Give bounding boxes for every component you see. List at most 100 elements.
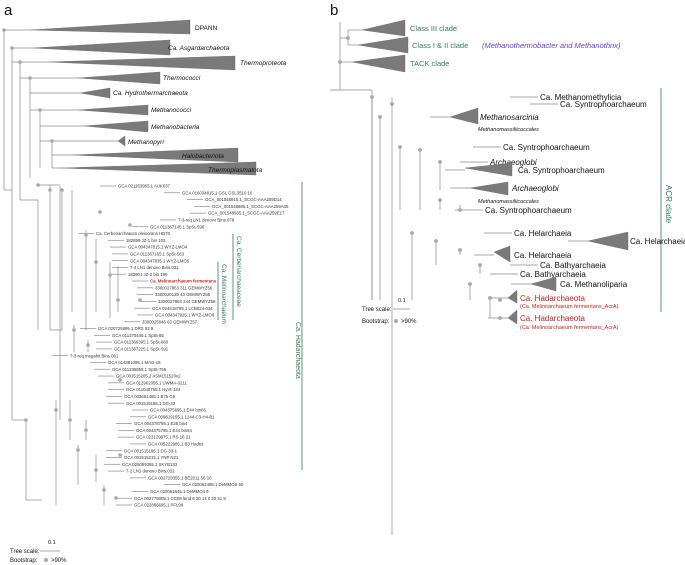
collapsed-triangle (71, 147, 239, 163)
bootstrap-dot (84, 428, 88, 432)
bootstrap-dot (438, 160, 442, 164)
bootstrap-dot (36, 183, 40, 187)
leaf-label: 182899 JZ-1 bin 103 (126, 238, 166, 243)
leaf-label: Ca. Cerberiarchaeum oleivorans HD70 (96, 231, 171, 236)
bootstrap-dot (498, 316, 502, 320)
leaf-label: 7-3-req megahit Bins.061 (70, 353, 119, 358)
bootstrap-dot (72, 328, 76, 332)
leaf-label: GCA_001548935.1_SCGC-AAA259E17 (208, 211, 285, 216)
bootstrap-dot (488, 296, 492, 300)
leaf-label: GCA 003661465.1 B75 G9 (124, 394, 176, 399)
panel-a-backbone (3, 29, 118, 501)
bootstrap-dot (338, 60, 342, 64)
bootstrap-dot (84, 233, 88, 237)
a-bootstrap-value: >90% (51, 558, 67, 564)
class-i-ii-triangle (357, 36, 409, 54)
leaf-label: 3300020139 43 GEMWYZ55 (155, 292, 211, 297)
leaf-label: 3300027863 244 GEMWYZ58 (158, 299, 216, 304)
bootstrap-dot (434, 239, 438, 243)
leaf-label: Ca. Methanomethylicia (540, 93, 622, 102)
bootstrap-dot (390, 102, 394, 106)
b-bootstrap-label: Bootstrap: (362, 319, 390, 325)
collapsed-triangle (464, 162, 513, 177)
leaf-label: Ca. Syntrophoarchaeum (560, 100, 647, 109)
bootstrap-dot (48, 188, 52, 192)
collapsed-triangle (117, 135, 126, 147)
collapsed-triangle (31, 39, 171, 56)
clade-label: Thermoproteota (240, 60, 287, 67)
leaf-label: Archaeoglobi (511, 184, 559, 193)
b-bootstrap-value: >90% (401, 319, 417, 325)
leaf-label: Ca. Helarchaeia (514, 229, 572, 238)
leaf-label: Ca. Bathyarchaeia (540, 261, 606, 270)
collapsed-triangle (83, 120, 149, 133)
bootstrap-dot (38, 108, 42, 112)
leaf-label: GCA_001548885.1_SCGC-AAA259A05 (212, 204, 289, 209)
panel-b-letter: b (330, 2, 338, 19)
leaf-label: GCA 004347835.1 WYZ-LMO5 (130, 258, 190, 263)
leaf-label: 182901 JZ-2 bin 199 (128, 272, 168, 277)
leaf-label: GCA 016034815.1 GSL GSL3510 10 (182, 190, 253, 195)
collapsed-triangle (449, 107, 479, 125)
collapsed-triangle (59, 161, 257, 176)
bootstrap-dot (50, 139, 54, 143)
class-i-ii-note: (Methanothermobacter and Methanothrix) (482, 41, 621, 50)
hadarchaeota-label: Ca. Hadarchaeota (294, 322, 301, 379)
leaf-label: Archaeoglobi (489, 158, 537, 167)
collapsed-triangle (507, 309, 518, 325)
panel-a-legend: 0.1 Tree scale: Bootstrap: >90% (10, 540, 67, 564)
leaf-label: (Ca. Melinoarchaeum fermentans_AcrA) (520, 325, 619, 331)
collapsed-triangle (587, 231, 629, 251)
leaf-label: GCA 004378755.1 E26 bin4 (134, 421, 188, 426)
leaf-label: 7-4 LN1 denovo Bins.031 (130, 265, 179, 270)
acr-clade-label: ACR clade (664, 185, 673, 224)
bootstrap-dot (86, 343, 90, 347)
clade-label: Methanopyri (128, 139, 164, 146)
bootstrap-dot (458, 208, 462, 212)
leaf-label: GCA 002779005.1 CG08 land 8 20 14 0 20 5… (134, 496, 226, 501)
collapsed-triangle (79, 87, 111, 99)
bootstrap-dot (418, 148, 422, 152)
bootstrap-dot (18, 60, 22, 64)
leaf-label: GCA_001548915.1_SCGC-AAA259D14 (205, 197, 282, 202)
bootstrap-dot (498, 298, 502, 302)
bootstrap-dot (10, 46, 14, 50)
panel-a: a (2, 2, 303, 564)
bootstrap-dot (346, 36, 350, 40)
a-scale-value: 0.1 (48, 540, 56, 546)
leaf-label: 3300025046 63 GEMWYZ57 (142, 319, 198, 324)
leaf-label: Ca. Methanoliparia (560, 280, 628, 289)
leaf-label: GCA 011367165.1 SpSt-563 (130, 251, 185, 256)
leaf-label: GCA 004375695.1 E44 bin66 (150, 408, 207, 413)
leaf-label: GCA 001515195.1 DG-33-1 (124, 448, 178, 453)
a-scale-title: Tree scale: (10, 549, 40, 555)
collapsed-triangle (77, 104, 149, 116)
bootstrap-dot (114, 496, 118, 500)
leaf-label: Ca. Syntrophoarchaeum (485, 206, 572, 215)
bootstrap-dot (370, 95, 374, 99)
bootstrap-dot (2, 28, 6, 32)
clade-label: Thermococci (163, 75, 201, 82)
bootstrap-dot (128, 223, 132, 227)
leaf-label: Methanomassiliicoccales (478, 127, 539, 133)
leaf-label: Ca. Syntrophoarchaeum (503, 143, 590, 152)
leaf-label: Ca. Hadarchaeota (520, 314, 585, 323)
leaf-label: (Ca. Melinoarchaeum fermentans_AcrA) (520, 304, 619, 310)
leaf-label: GCA 020062485.1 DeMMOS 50 (182, 482, 244, 487)
bootstrap-dot (458, 248, 462, 252)
clade-label: DPANN (195, 25, 218, 32)
leaf-label: 7-2 LN1 denovo Bins.032 (126, 469, 175, 474)
leaf-label: GCA 004375795.1 E44 bin54 (136, 428, 193, 433)
leaf-label: Methanosarcinia (480, 113, 539, 122)
b-scale-title: Tree scale: (362, 307, 392, 313)
leaf-label: GCA 001515205.2 ASM151520v2 (116, 374, 181, 379)
leaf-label: GCA 022866695.1 PFL99 (134, 503, 184, 508)
b-bootstrap-dot (394, 319, 398, 323)
leaf-label: GCA 001515185.1 DG-33 (126, 401, 176, 406)
collapsed-triangle (469, 181, 509, 196)
bootstrap-dot (478, 263, 482, 267)
leaf-label: GCA 009819155.1 1244-C3-H4-B1 (148, 414, 215, 419)
bootstrap-dot (94, 260, 98, 264)
